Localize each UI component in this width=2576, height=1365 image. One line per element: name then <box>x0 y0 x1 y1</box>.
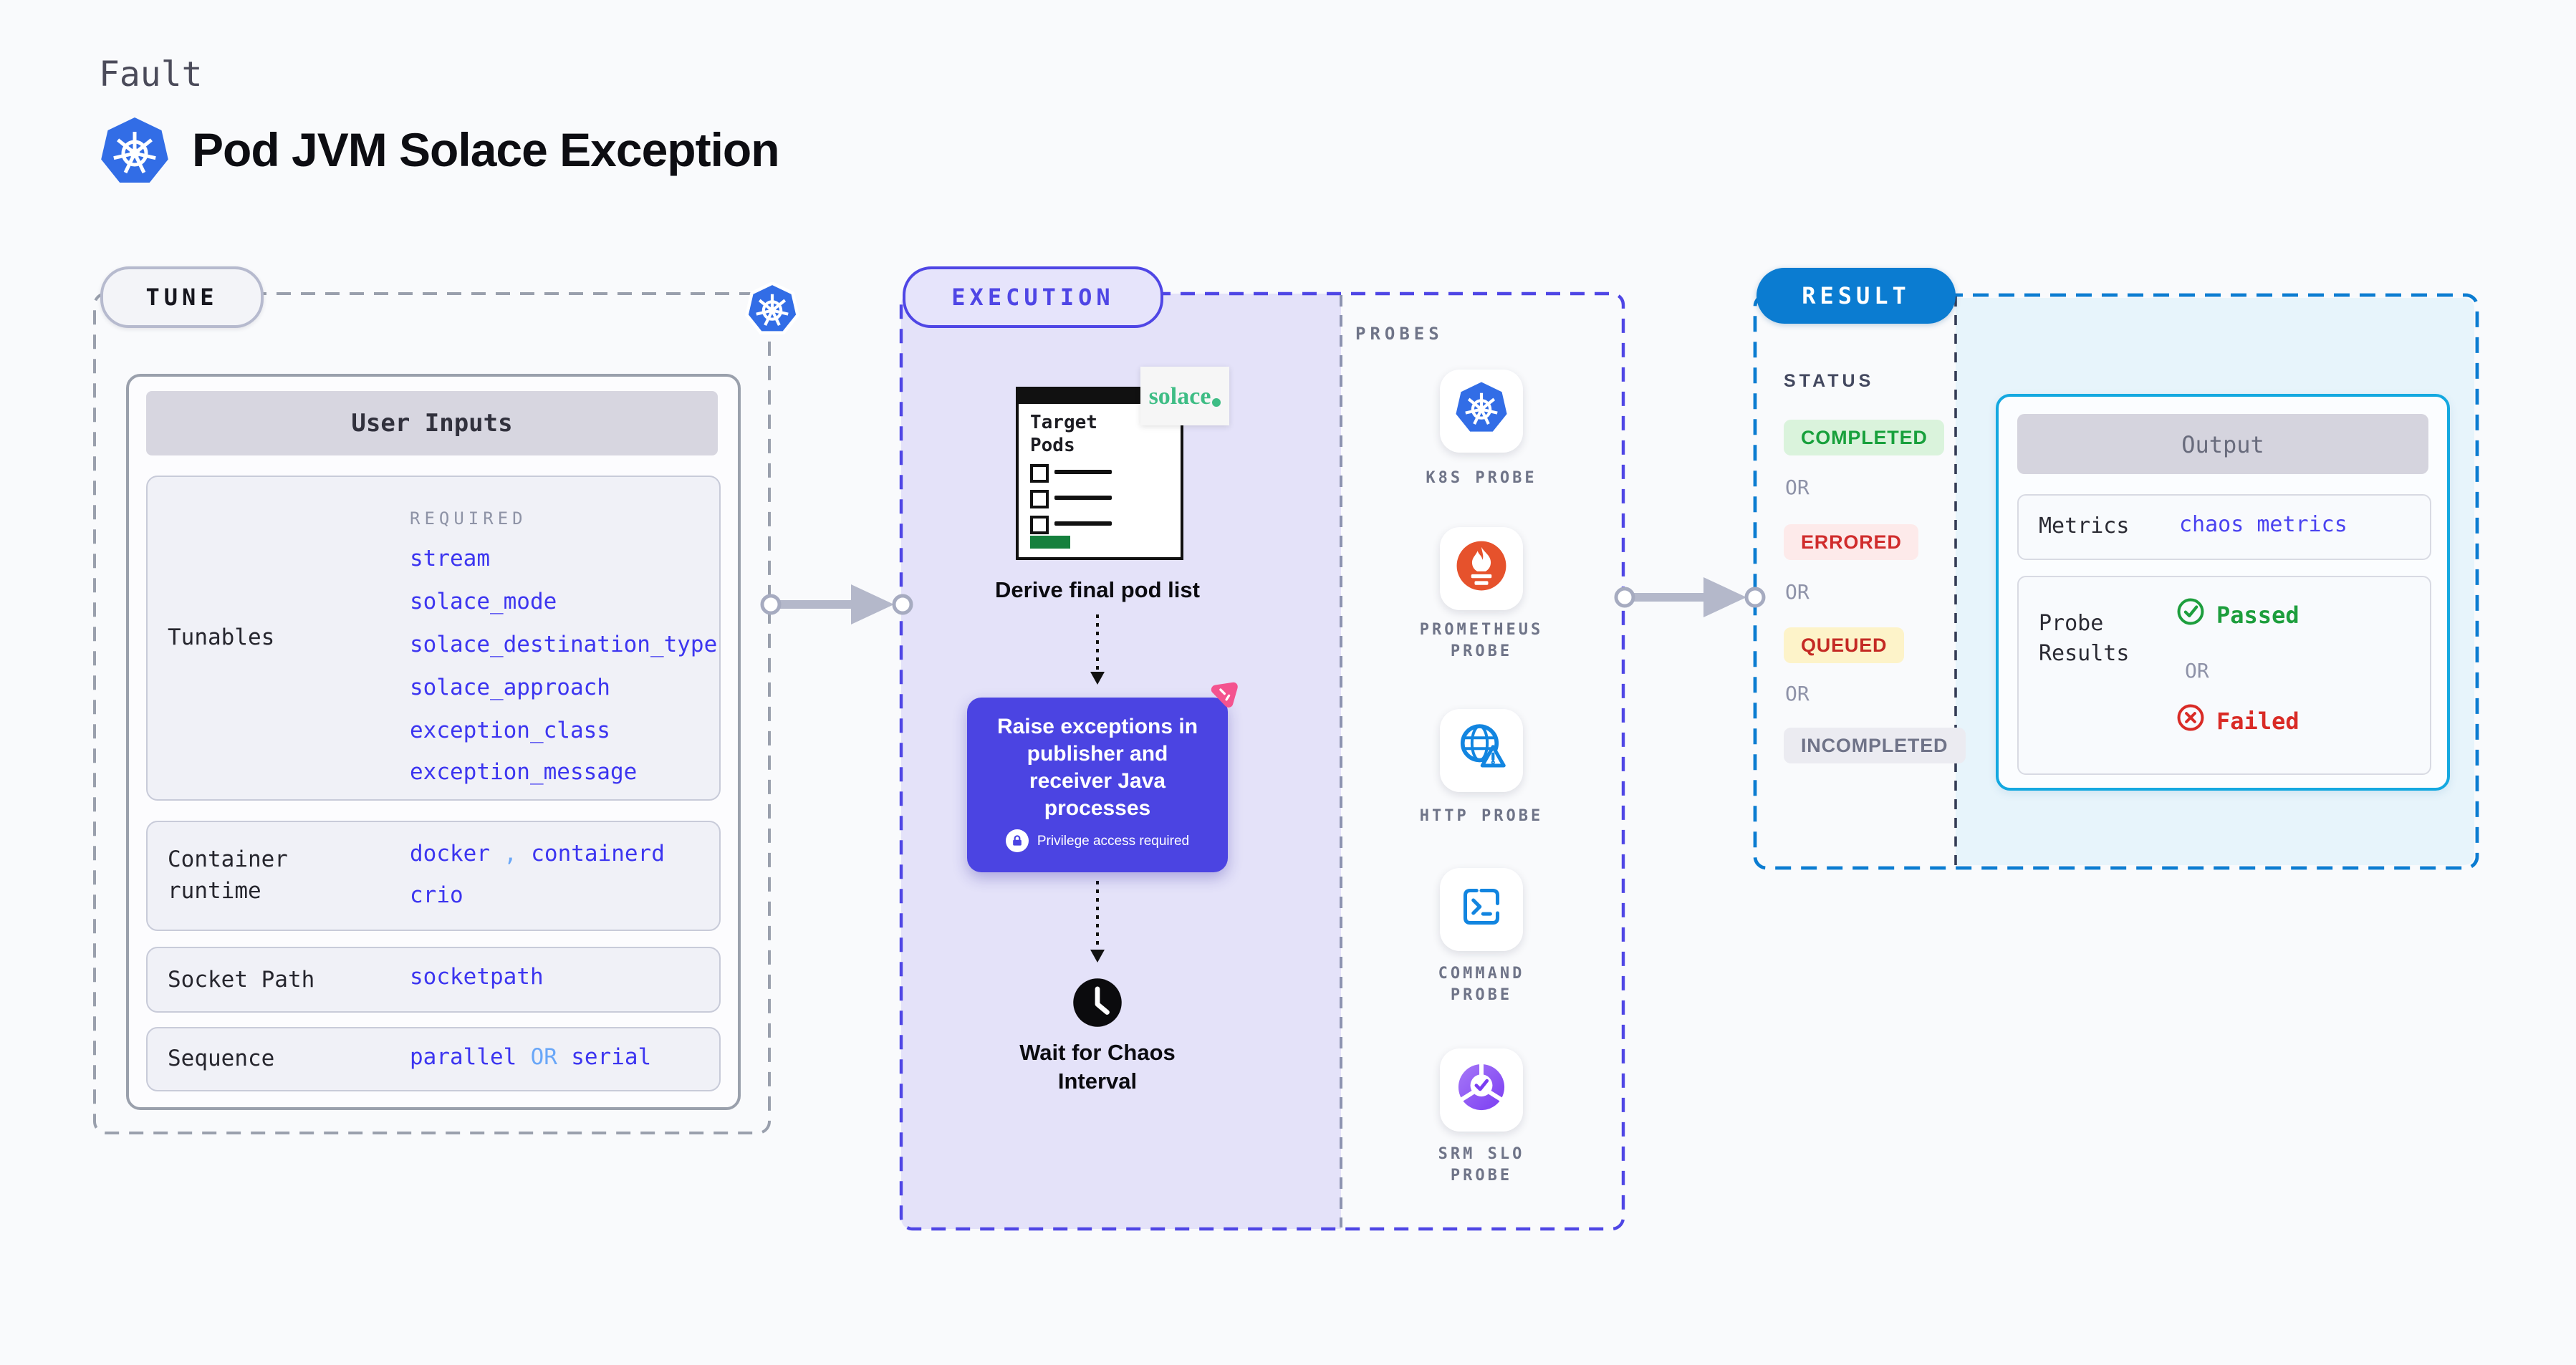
runtime-value: containerd <box>531 841 665 867</box>
probe-label: SRM SLO PROBE <box>1438 1144 1525 1185</box>
slo-donut-icon <box>1454 1059 1509 1121</box>
tunable-value: stream <box>410 546 490 571</box>
container-runtime-label: Container runtime <box>168 847 288 904</box>
container-runtime-row: Container runtime docker , containerd cr… <box>146 821 721 931</box>
or-label: OR <box>1785 683 1810 706</box>
status-badge-queued: QUEUED <box>1784 627 1905 663</box>
tune-section-pill: TUNE <box>100 266 264 328</box>
runtime-value: docker <box>410 841 490 867</box>
tunable-value: solace_destination_type <box>410 632 718 657</box>
terminal-icon <box>1456 880 1507 939</box>
or-label: OR <box>1785 477 1810 500</box>
privilege-label: Privilege access required <box>1037 833 1190 849</box>
socket-path-label: Socket Path <box>168 967 315 993</box>
list-line <box>1054 470 1112 473</box>
tunable-value: solace_approach <box>410 675 610 700</box>
target-pods-title: Target Pods <box>1030 413 1097 457</box>
or-label: OR <box>1785 582 1810 604</box>
probe-label: HTTP PROBE <box>1419 806 1544 825</box>
probe-label: K8S PROBE <box>1426 468 1537 487</box>
metrics-row: Metrics chaos metrics <box>2017 494 2431 560</box>
http-globe-icon <box>1453 718 1510 783</box>
status-badge-errored: ERRORED <box>1784 524 1919 560</box>
passed-label: Passed <box>2216 602 2299 629</box>
solace-logo-dot <box>1212 397 1221 406</box>
list-line <box>1054 496 1112 499</box>
checkbox-icon <box>1030 464 1049 483</box>
window-titlebar <box>1017 388 1175 404</box>
probe-label: PROMETHEUS PROBE <box>1419 620 1544 660</box>
status-label: STATUS <box>1784 371 1875 391</box>
lock-icon <box>1005 829 1029 852</box>
probes-column-label: PROBES <box>1355 324 1443 344</box>
kubernetes-icon <box>744 281 800 337</box>
chaos-pink-icon <box>1208 680 1239 712</box>
probe-label: COMMAND PROBE <box>1438 964 1525 1004</box>
solace-logo: solace <box>1140 367 1229 425</box>
probe-card-k8s <box>1440 370 1523 453</box>
or-label: OR <box>2185 660 2209 683</box>
sequence-value: serial <box>571 1044 652 1070</box>
result-section-pill: RESULT <box>1756 268 1956 324</box>
user-inputs-card: User Inputs Tunables REQUIRED stream sol… <box>126 374 741 1110</box>
status-badge-completed: COMPLETED <box>1784 420 1945 455</box>
user-inputs-header: User Inputs <box>146 391 718 455</box>
probe-card-srm-slo <box>1440 1048 1523 1132</box>
runtime-value: crio <box>410 882 463 908</box>
required-label: REQUIRED <box>410 508 527 529</box>
sequence-value: parallel <box>410 1044 517 1070</box>
socket-path-value: socketpath <box>410 964 544 990</box>
checkbox-icon <box>1030 490 1049 508</box>
sequence-label: Sequence <box>168 1046 275 1071</box>
output-box: Output Metrics chaos metrics Probe Resul… <box>1996 394 2450 791</box>
tunables-label: Tunables <box>168 624 275 650</box>
probe-card-prometheus <box>1440 527 1523 610</box>
derive-pod-list-label: Derive final pod list <box>995 579 1200 603</box>
probe-results-row: Probe Results Passed OR F <box>2017 576 2431 775</box>
prometheus-icon <box>1454 538 1509 599</box>
probe-results-label: Probe Results <box>2039 610 2130 666</box>
status-badge-incompleted: INCOMPLETED <box>1784 728 1966 763</box>
list-line <box>1054 521 1112 525</box>
sequence-or: OR <box>530 1044 557 1070</box>
metrics-label: Metrics <box>2039 513 2130 539</box>
x-circle-icon <box>2176 703 2205 739</box>
checkbox-icon <box>1030 516 1049 534</box>
wait-chaos-interval-label: Wait for Chaos Interval <box>1019 1041 1176 1094</box>
clock-icon <box>1072 977 1123 1028</box>
page-title: Pod JVM Solace Exception <box>192 123 780 176</box>
execution-section-pill: EXECUTION <box>903 266 1163 328</box>
tunable-value: exception_message <box>410 759 638 785</box>
green-button <box>1030 536 1070 549</box>
raise-exceptions-box: Raise exceptions in publisher and receiv… <box>967 682 1238 872</box>
tunables-row: Tunables REQUIRED stream solace_mode sol… <box>146 476 721 801</box>
runtime-separator: , <box>504 841 517 867</box>
kubernetes-icon <box>99 116 170 188</box>
fault-label: Fault <box>99 54 203 95</box>
raise-exceptions-label: Raise exceptions in publisher and receiv… <box>996 715 1198 821</box>
socket-path-row: Socket Path socketpath <box>146 947 721 1013</box>
check-circle-icon <box>2176 597 2205 633</box>
probe-card-http <box>1440 709 1523 792</box>
metrics-value: chaos metrics <box>2179 511 2347 537</box>
tunable-value: solace_mode <box>410 589 557 614</box>
sequence-row: Sequence parallel OR serial <box>146 1027 721 1091</box>
solace-logo-text: solace <box>1148 382 1211 409</box>
failed-label: Failed <box>2216 708 2299 735</box>
probe-card-command <box>1440 868 1523 951</box>
output-header: Output <box>2017 414 2428 474</box>
tunable-value: exception_class <box>410 718 610 743</box>
kubernetes-icon <box>1454 380 1509 442</box>
